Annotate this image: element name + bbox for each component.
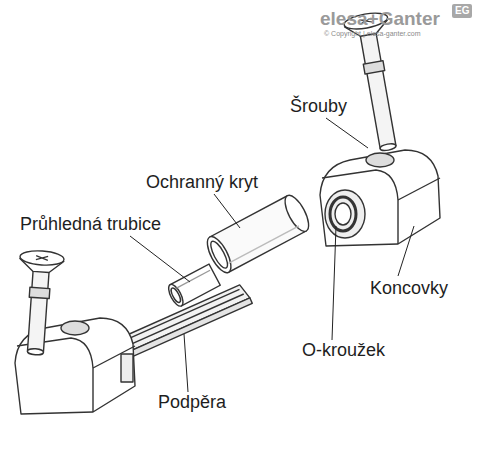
screw: [13, 249, 64, 356]
brand-badge: EG: [452, 4, 472, 18]
part-label: O-kroužek: [300, 340, 387, 361]
o-ring: [330, 197, 356, 231]
part-label: Ochranný kryt: [144, 172, 260, 193]
brand-logo: elesa+Ganter: [318, 8, 442, 30]
part-label: Podpěra: [156, 392, 228, 413]
part-label: Průhledná trubice: [18, 214, 163, 235]
part-label: Koncovky: [368, 278, 450, 299]
protective-cover: [203, 192, 314, 276]
copyright-note: © Copyright | elesa-ganter.com: [322, 30, 422, 38]
leader-lines: [130, 118, 414, 392]
end-cap: [320, 150, 440, 246]
transparent-tube: [166, 264, 221, 308]
part-label: Šrouby: [288, 96, 349, 117]
